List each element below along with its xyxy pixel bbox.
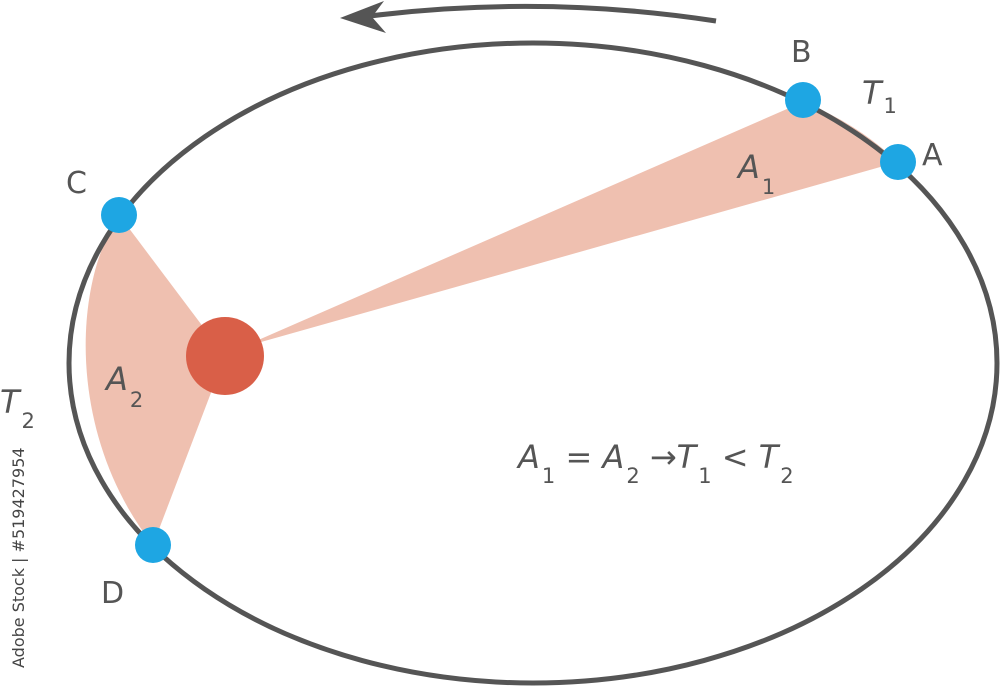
planet-point-a xyxy=(880,144,916,180)
area-label-a2: A2 xyxy=(104,360,143,412)
equation: A1 = A2 →T1 < T2 xyxy=(516,438,794,488)
point-label-c: C xyxy=(66,166,87,201)
point-label-d: D xyxy=(101,576,124,611)
planet-point-d xyxy=(135,527,171,563)
point-label-b: B xyxy=(791,35,812,70)
orbit-direction-arrow xyxy=(340,1,717,33)
planet-point-b xyxy=(785,82,821,118)
point-label-a: A xyxy=(922,138,943,173)
sector-a1 xyxy=(240,102,898,348)
sector-a2 xyxy=(85,215,225,545)
stock-watermark: Adobe Stock | #519427954 xyxy=(9,447,28,668)
planet-point-c xyxy=(101,197,137,233)
time-label-t2: T2 xyxy=(0,383,35,433)
orbit-ellipse xyxy=(66,40,1000,686)
sun xyxy=(186,317,264,395)
time-label-t1: T1 xyxy=(862,74,897,118)
area-label-a1: A1 xyxy=(736,148,775,199)
